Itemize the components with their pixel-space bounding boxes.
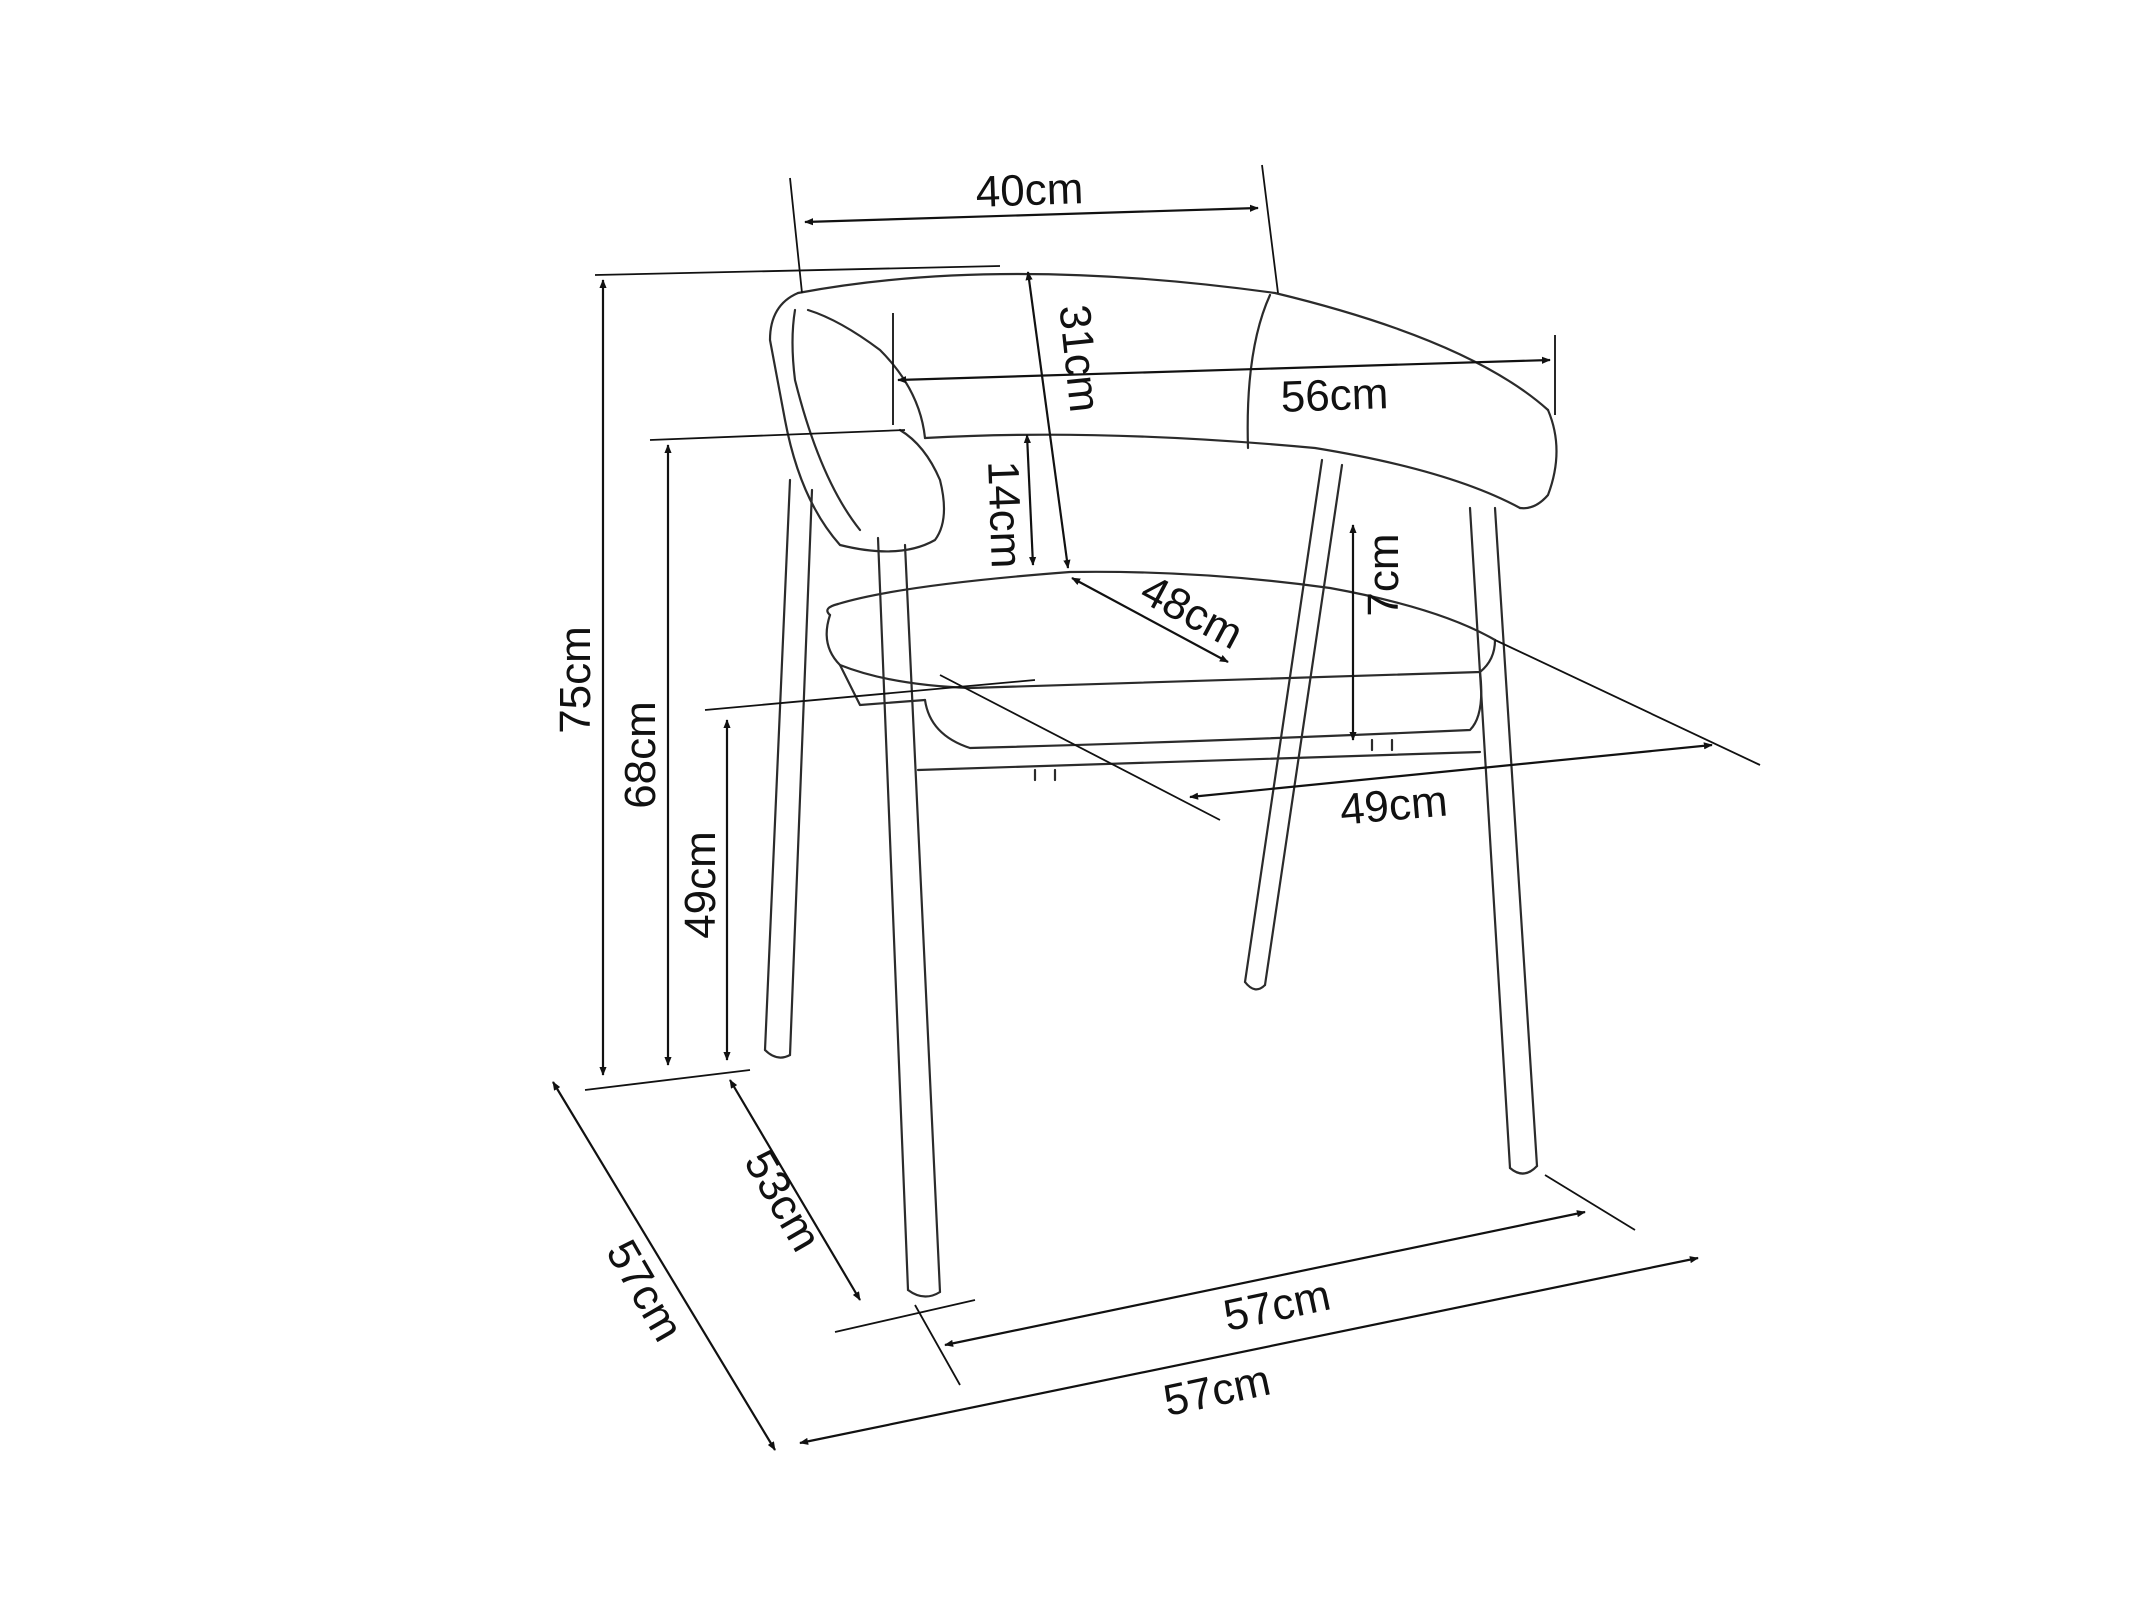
leg-front-right-a [1468, 506, 1512, 1170]
label-armrest-width: 56cm [1280, 369, 1389, 422]
leg-back-right-b [1263, 463, 1344, 987]
leg-front-mid-b [903, 543, 942, 1294]
label-seat-thickness: 7cm [1359, 533, 1408, 616]
label-armrest-floor-height: 68cm [616, 701, 665, 809]
left-arm-outer [768, 291, 946, 553]
seat-base [923, 670, 1483, 750]
leg-front-left-b [788, 488, 814, 1057]
leg-front-left-foot [763, 1048, 792, 1059]
label-seat-height: 49cm [676, 831, 725, 939]
dim-backrest-width [804, 204, 1259, 226]
seat-left-edge [826, 602, 840, 617]
leg-front-mid-a [876, 536, 910, 1292]
left-arm-inner [806, 308, 927, 440]
label-leg-depth: 53cm [734, 1142, 830, 1260]
leg-front-right-foot [1508, 1164, 1539, 1175]
dim-armrest-width [897, 356, 1551, 384]
seat-base-left [838, 663, 927, 707]
label-leg-width: 57cm [1219, 1271, 1334, 1341]
label-backrest-height: 31cm [1049, 302, 1109, 414]
label-seat-depth: 48cm [1133, 565, 1251, 659]
label-total-height: 75cm [551, 626, 600, 734]
backrest-seam-right [1246, 293, 1272, 450]
dimension-labels: 40cm 31cm 56cm 14cm 48cm 7cm 49cm 75cm 6… [551, 164, 1449, 1426]
dim-armrest-height [1023, 434, 1037, 566]
dim-seat-width [1189, 742, 1713, 800]
leg-front-mid-foot [906, 1288, 942, 1298]
leg-front-right-b [1493, 506, 1539, 1168]
leg-stretcher-tab [1033, 738, 1394, 782]
dim-seat-depth [1071, 577, 1229, 663]
dim-total-depth [552, 1081, 776, 1451]
label-backrest-width: 40cm [975, 164, 1084, 217]
seat-top [836, 570, 1497, 642]
dim-backrest-height [1025, 271, 1071, 569]
dimension-arrows [552, 204, 1713, 1451]
left-arm-seam [791, 308, 862, 532]
dim-total-width [799, 1256, 1699, 1445]
leg-back-right-foot [1243, 980, 1267, 991]
leg-front-left-a [763, 478, 792, 1052]
label-seat-width: 49cm [1338, 776, 1449, 834]
right-arm-end [1518, 408, 1558, 510]
leg-back-right-a [1243, 458, 1324, 984]
leg-stretcher [916, 750, 1482, 772]
label-armrest-height: 14cm [978, 460, 1031, 569]
